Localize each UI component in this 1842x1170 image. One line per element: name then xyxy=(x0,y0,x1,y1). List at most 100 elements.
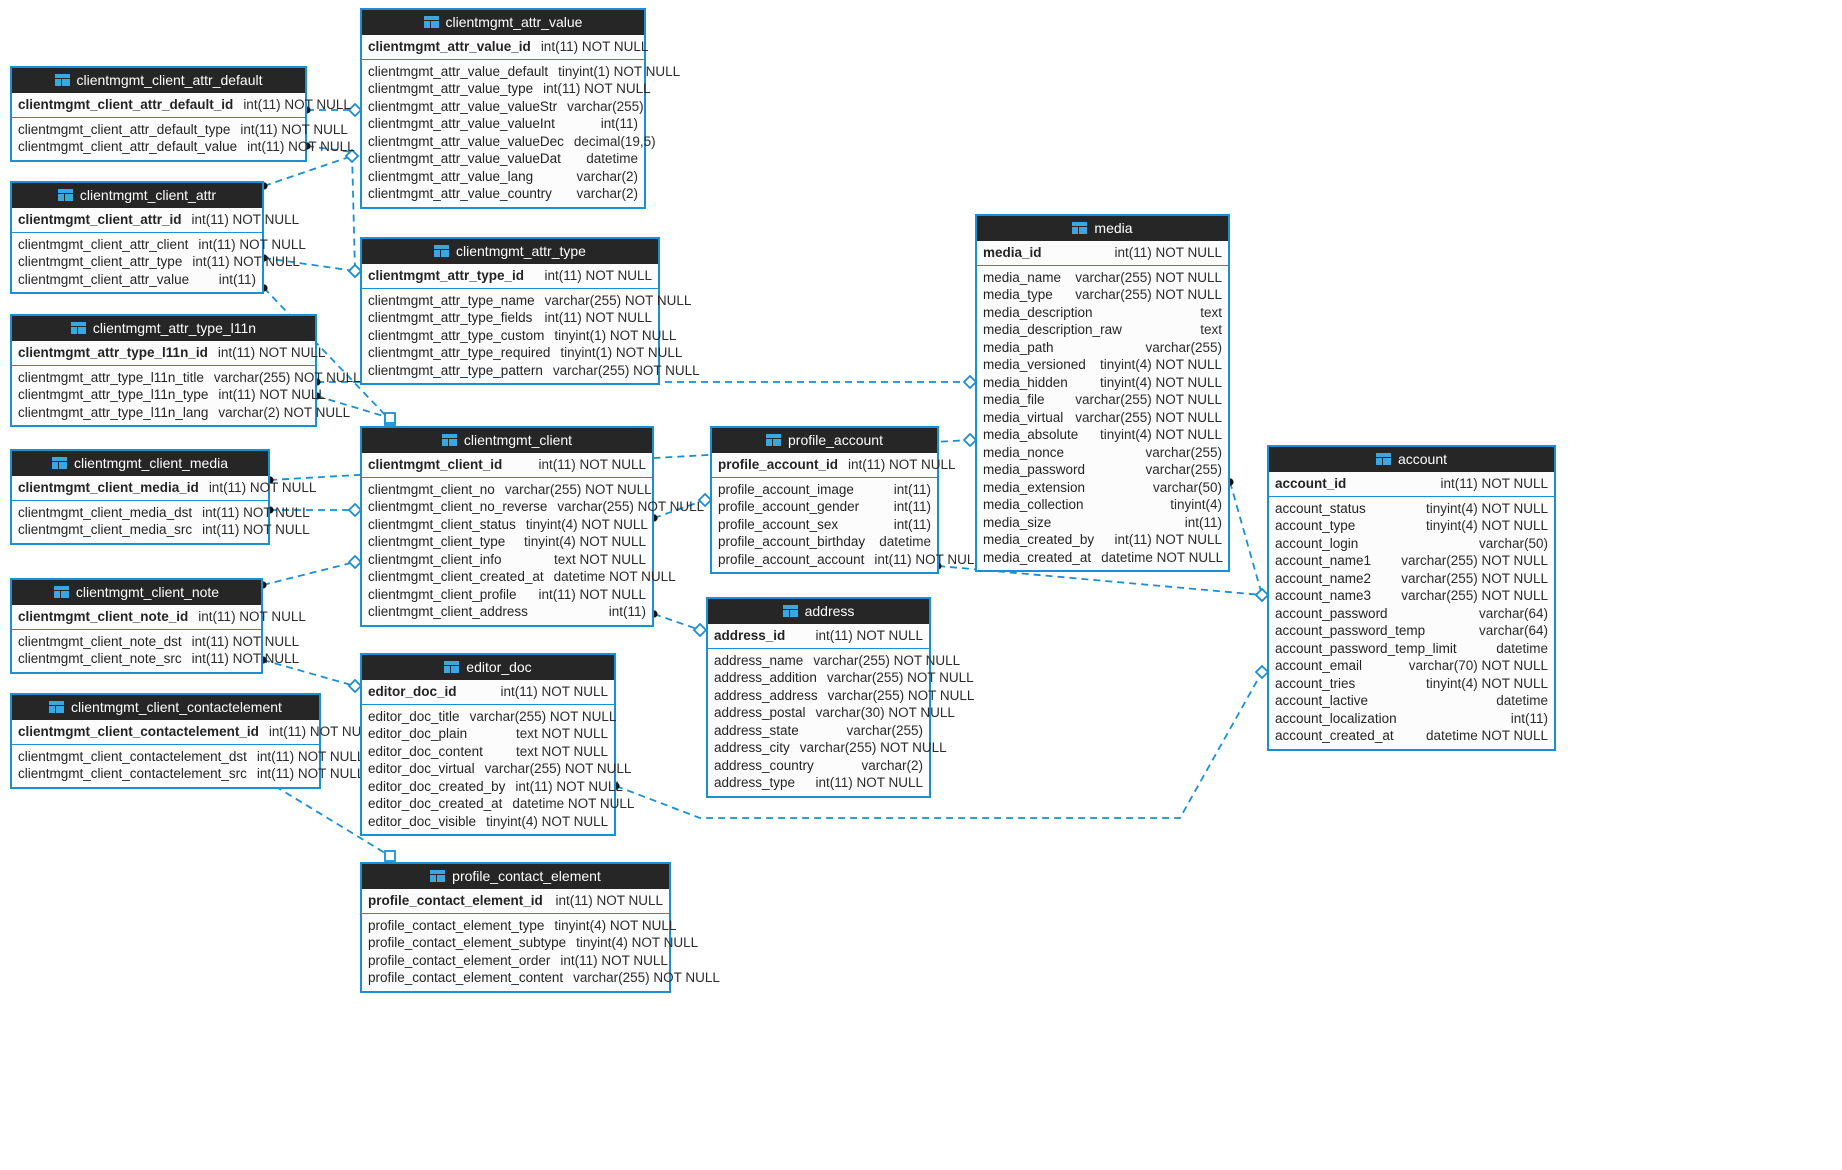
column-type: text NOT NULL xyxy=(515,726,608,741)
column-type: int(11) NOT NULL xyxy=(198,236,306,252)
column-type: int(11) NOT NULL xyxy=(515,778,623,794)
column-name: account_name3 xyxy=(1275,588,1372,603)
column-type: text xyxy=(1200,304,1222,320)
column-type: varchar(255) xyxy=(846,722,923,738)
column-name: clientmgmt_attr_value_valueStr xyxy=(368,98,558,114)
column-name: media_type xyxy=(983,287,1053,302)
column-name: clientmgmt_client_id xyxy=(368,457,503,472)
entity-name-label: address xyxy=(804,603,855,619)
table-icon xyxy=(49,701,65,713)
column-name: clientmgmt_attr_value_default xyxy=(368,63,549,79)
column-type: int(11) NOT NULL xyxy=(218,387,326,402)
column-type: int(11) xyxy=(893,481,931,497)
column-type: int(11) NOT NULL xyxy=(500,684,608,699)
column-type: varchar(255) NOT NULL xyxy=(826,670,974,685)
column-type: decimal(19,5) xyxy=(573,133,656,149)
column-type: tinyint(1) NOT NULL xyxy=(558,63,681,79)
column-name: address_state xyxy=(714,722,799,738)
column-type: datetime NOT NULL xyxy=(1425,728,1548,743)
column-type: int(11) NOT NULL xyxy=(815,775,923,790)
entity-title-editor_doc: editor_doc xyxy=(362,655,614,680)
column-type: datetime NOT NULL xyxy=(512,796,635,811)
column-type: varchar(2) NOT NULL xyxy=(218,404,351,420)
entity-name-label: profile_account xyxy=(788,432,883,448)
column-name: media_description xyxy=(983,304,1093,320)
entity-title-clientmgmt_attr_type_l11n: clientmgmt_attr_type_l11n xyxy=(12,316,315,341)
entity-table-clientmgmt_client_note[interactable]: clientmgmt_client_note clientmgmt_client_… xyxy=(10,578,306,674)
entity-title-profile_account: profile_account xyxy=(712,428,937,453)
entity-table-clientmgmt_attr_type_l11n[interactable]: clientmgmt_attr_type_l11n clientmgmt_attr… xyxy=(10,314,361,427)
relationship-target-marker xyxy=(384,850,396,862)
entity-name-label: clientmgmt_client_note xyxy=(75,584,220,600)
column-name: clientmgmt_attr_type_l11n_lang xyxy=(18,404,209,420)
column-type: int(11) NOT NULL xyxy=(268,724,377,739)
column-name: clientmgmt_attr_value_id xyxy=(368,39,531,54)
table-icon xyxy=(70,322,86,334)
column-type: int(11) NOT NULL xyxy=(202,504,310,520)
column-name: clientmgmt_client_note_src xyxy=(18,651,182,666)
table-icon xyxy=(766,434,782,446)
column-name: profile_account_birthday xyxy=(718,534,866,549)
column-name: media_hidden xyxy=(983,374,1068,390)
entity-title-clientmgmt_client_media: clientmgmt_client_media xyxy=(12,451,268,476)
column-name: editor_doc_title xyxy=(368,708,460,724)
column-type: int(11) NOT NULL xyxy=(555,893,663,908)
column-name: media_virtual xyxy=(983,409,1064,425)
column-name: media_versioned xyxy=(983,357,1086,372)
column-type: int(11) xyxy=(1510,710,1548,726)
entity-name-label: clientmgmt_client xyxy=(463,432,573,448)
table-icon xyxy=(1375,453,1391,465)
column-type: int(11) xyxy=(600,116,638,131)
column-name: clientmgmt_client_attr_value xyxy=(18,271,190,287)
entity-name-label: clientmgmt_client_attr xyxy=(79,187,217,203)
column-name: clientmgmt_client_attr_default_value xyxy=(18,139,238,154)
column-type: varchar(255) NOT NULL xyxy=(1401,588,1548,603)
entity-title-clientmgmt_client: clientmgmt_client xyxy=(362,428,652,453)
entity-table-clientmgmt_client_attr[interactable]: clientmgmt_client_attr clientmgmt_client_… xyxy=(10,181,306,294)
column-name: media_name xyxy=(983,269,1062,285)
